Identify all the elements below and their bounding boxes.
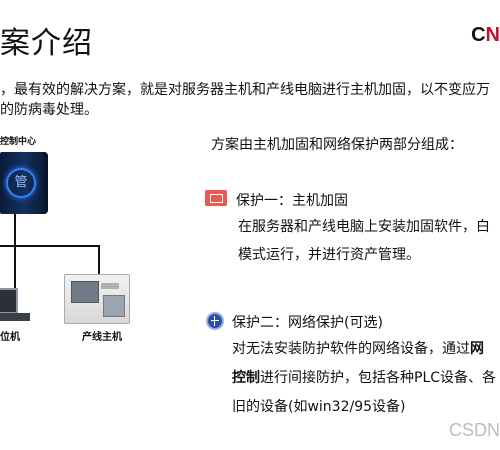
page-title: 案介绍 — [0, 26, 93, 61]
pc-monitor-icon — [0, 288, 18, 314]
logo-letter-n: N — [485, 24, 500, 46]
logo-letter-c: C — [471, 24, 486, 46]
protection1-title: 保护一：主机加固 — [236, 193, 348, 209]
intro-line-1: ，最有效的解决方案，就是对服务器主机和产线电脑进行主机加固，以不变应万 — [0, 82, 490, 98]
protection2-line-3: 旧的设备(如win32/95设备) — [232, 399, 406, 415]
protection2-title: 保护二：网络保护(可选) — [232, 315, 383, 331]
protection2-line-1: 对无法安装防护软件的网络设备，通过网 — [232, 335, 496, 364]
protection1-line-2: 模式运行，并进行资产管理。 — [238, 247, 420, 263]
intro-line-2: 的防病毒处理。 — [0, 102, 98, 118]
network-horizontal-line — [0, 245, 100, 247]
machine-panel — [103, 295, 125, 317]
pc-keyboard-icon — [0, 313, 30, 321]
network-drop-machine — [98, 245, 100, 275]
protection1-line-1: 在服务器和产线电脑上安装加固软件，白 — [238, 219, 490, 235]
network-vertical-line — [14, 214, 16, 246]
protection2-line-2: 控制进行间接防护，包括各种PLC设备、各 — [232, 364, 496, 393]
machine-label: 产线主机 — [82, 332, 122, 343]
brand-logo: CN — [471, 24, 500, 47]
protection2-line-2-text: 进行间接防护，包括各种PLC设备、各 — [260, 370, 497, 386]
protection1-body: 在服务器和产线电脑上安装加固软件，白 模式运行，并进行资产管理。 — [238, 213, 490, 269]
solution-subtitle: 方案由主机加固和网络保护两部分组成： — [211, 137, 463, 153]
monitor-icon — [205, 190, 227, 206]
server-tower-icon: 管 — [0, 152, 48, 214]
server-emblem: 管 — [6, 168, 36, 198]
intro-paragraph: ，最有效的解决方案，就是对服务器主机和产线电脑进行主机加固，以不变应万 的防病毒… — [0, 80, 500, 120]
protection2-line-2-bold: 控制 — [232, 370, 260, 386]
control-center-label: 控制中心 — [0, 137, 37, 147]
protection2-line-1-text: 对无法安装防护软件的网络设备，通过 — [232, 341, 470, 357]
production-machine-icon — [64, 274, 130, 324]
machine-window — [71, 281, 99, 303]
network-drop-pc — [14, 245, 16, 288]
watermark: CSDN — [448, 420, 500, 440]
protection2-body: 对无法安装防护软件的网络设备，通过网 控制进行间接防护，包括各种PLC设备、各 … — [232, 335, 496, 422]
protection2-line-1-bold: 网 — [470, 341, 484, 357]
machine-arm — [101, 283, 119, 289]
pc-label: 位机 — [0, 332, 20, 343]
globe-icon — [206, 312, 224, 330]
